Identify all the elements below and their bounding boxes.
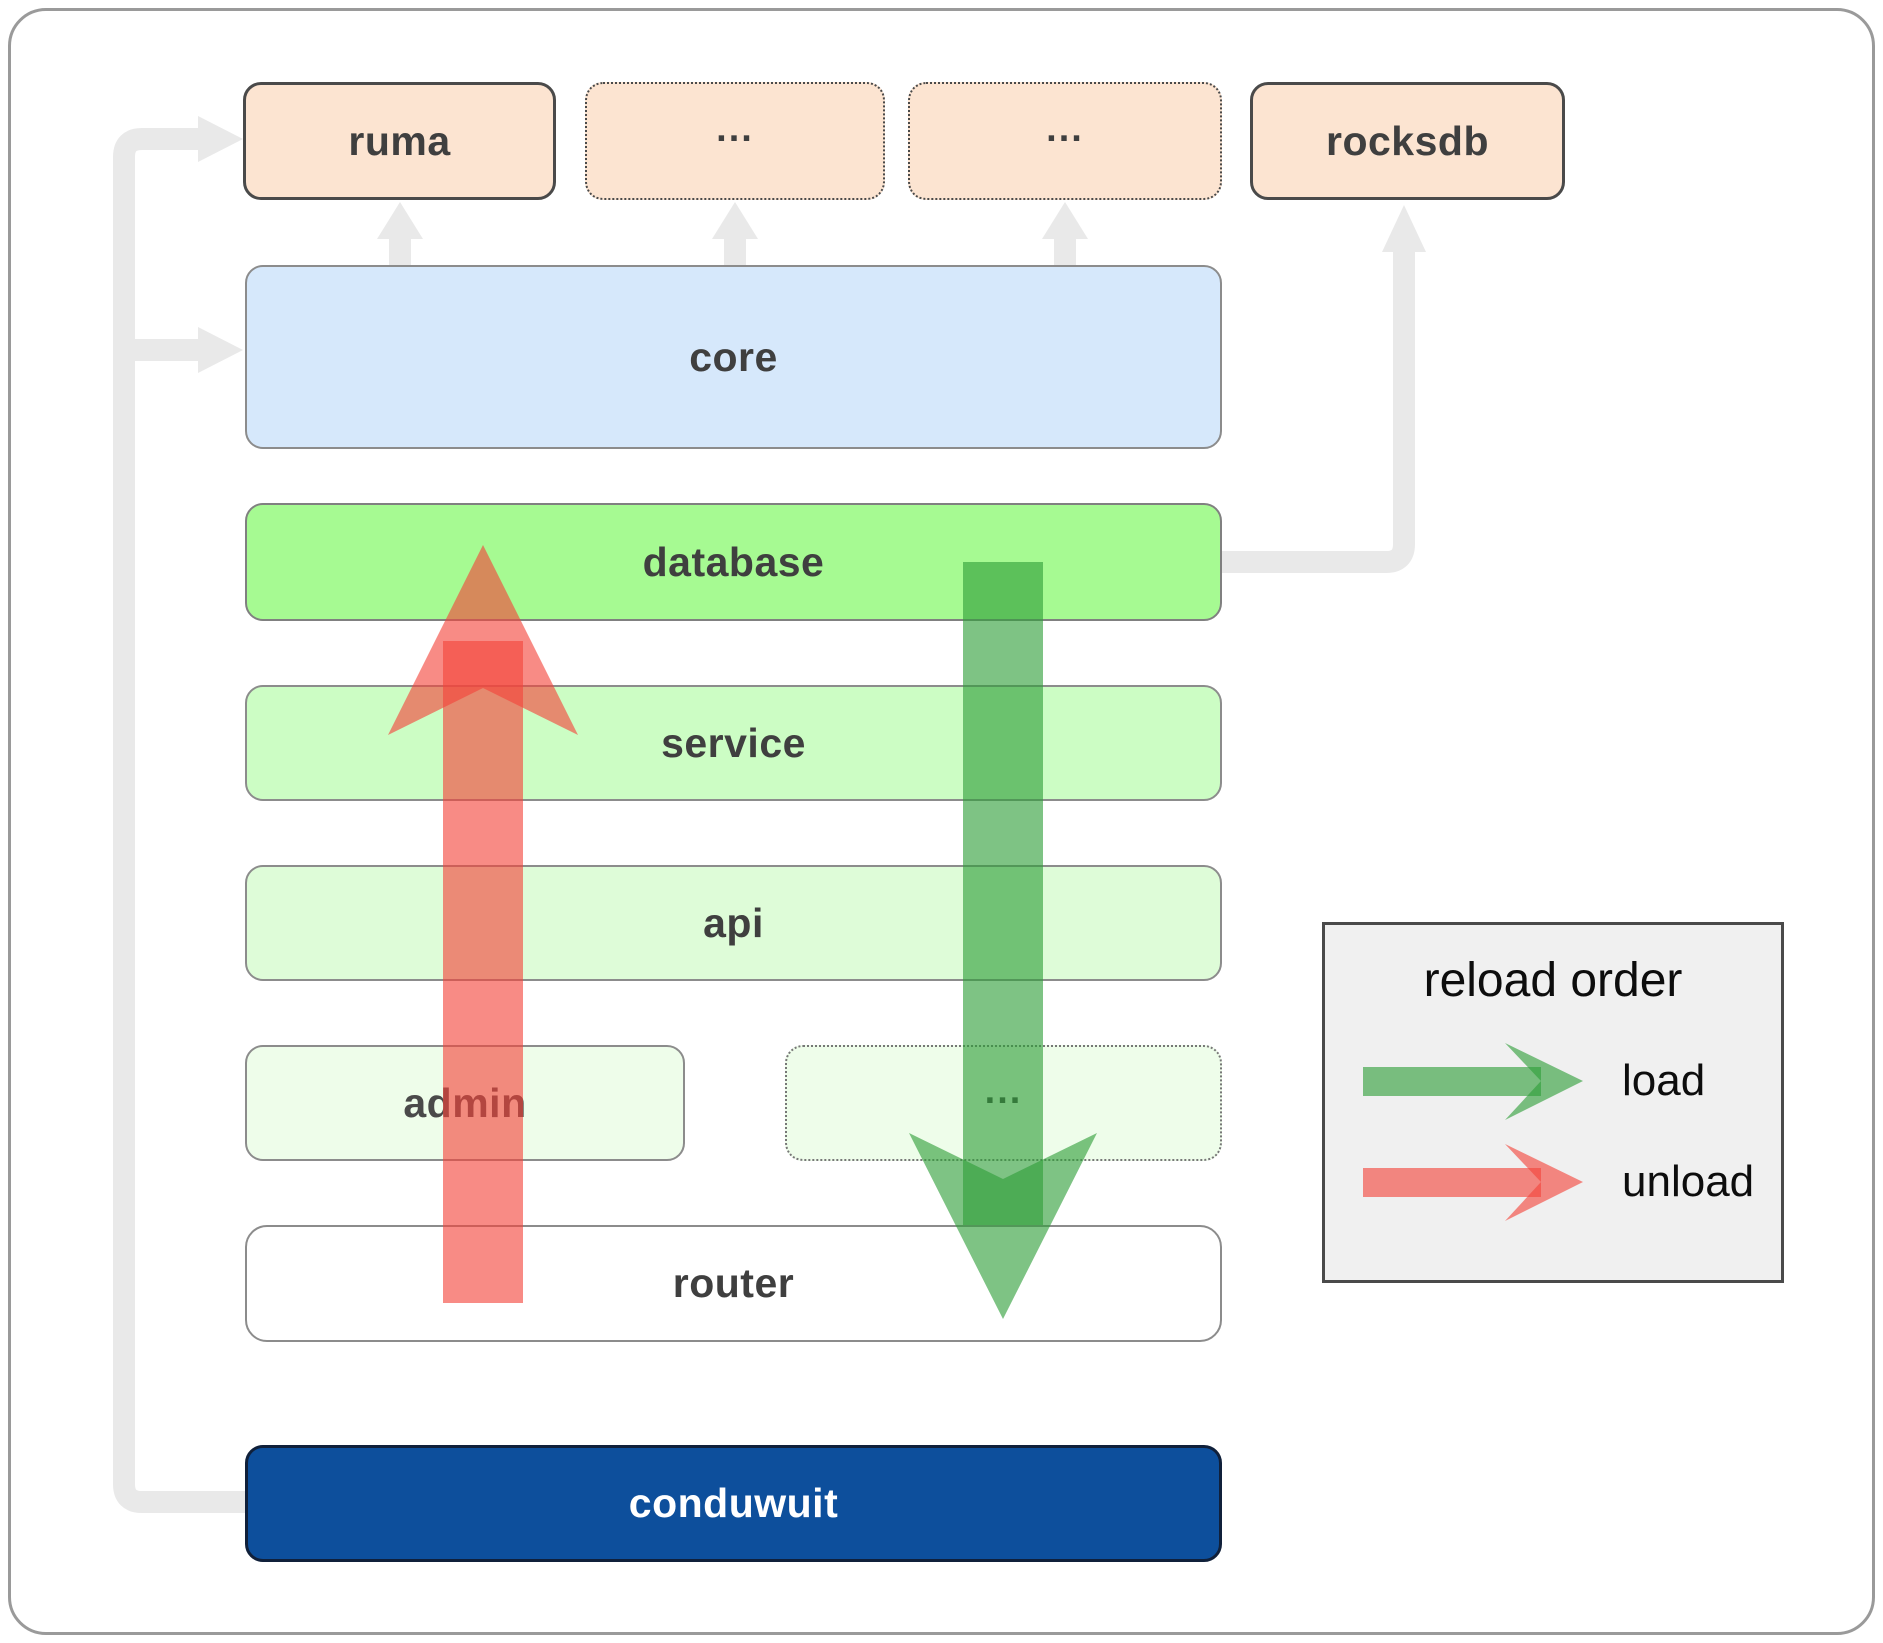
box-module-top-1: ... xyxy=(585,82,885,200)
box-module-bottom-label: ... xyxy=(984,1069,1023,1112)
box-conduwuit-label: conduwuit xyxy=(628,1480,839,1526)
box-conduwuit: conduwuit xyxy=(245,1445,1222,1562)
box-core: core xyxy=(245,265,1222,449)
diagram-frame xyxy=(8,8,1875,1635)
box-router-label: router xyxy=(672,1260,795,1306)
load-arrow-icon xyxy=(1363,1043,1583,1120)
box-ruma: ruma xyxy=(243,82,556,200)
legend: reload order load unload xyxy=(1322,922,1784,1283)
box-admin-label: admin xyxy=(403,1079,527,1126)
box-rocksdb: rocksdb xyxy=(1250,82,1565,200)
box-service-label: service xyxy=(661,719,806,766)
box-module-top-2: ... xyxy=(908,82,1222,200)
box-module-bottom: ... xyxy=(785,1045,1222,1161)
box-database-label: database xyxy=(642,538,825,585)
box-core-label: core xyxy=(689,333,778,380)
legend-label-unload: unload xyxy=(1622,1157,1755,1206)
unload-arrow-icon xyxy=(1363,1144,1583,1221)
box-module-top-2-label: ... xyxy=(1046,107,1084,150)
box-admin: admin xyxy=(245,1045,685,1161)
box-router: router xyxy=(245,1225,1222,1342)
box-database: database xyxy=(245,503,1222,621)
legend-title: reload order xyxy=(1423,954,1683,1007)
box-module-top-1-label: ... xyxy=(716,107,754,150)
box-rocksdb-label: rocksdb xyxy=(1326,117,1489,164)
legend-label-load: load xyxy=(1622,1056,1706,1105)
box-api: api xyxy=(245,865,1222,981)
box-api-label: api xyxy=(703,899,764,946)
box-service: service xyxy=(245,685,1222,801)
box-ruma-label: ruma xyxy=(348,117,451,164)
